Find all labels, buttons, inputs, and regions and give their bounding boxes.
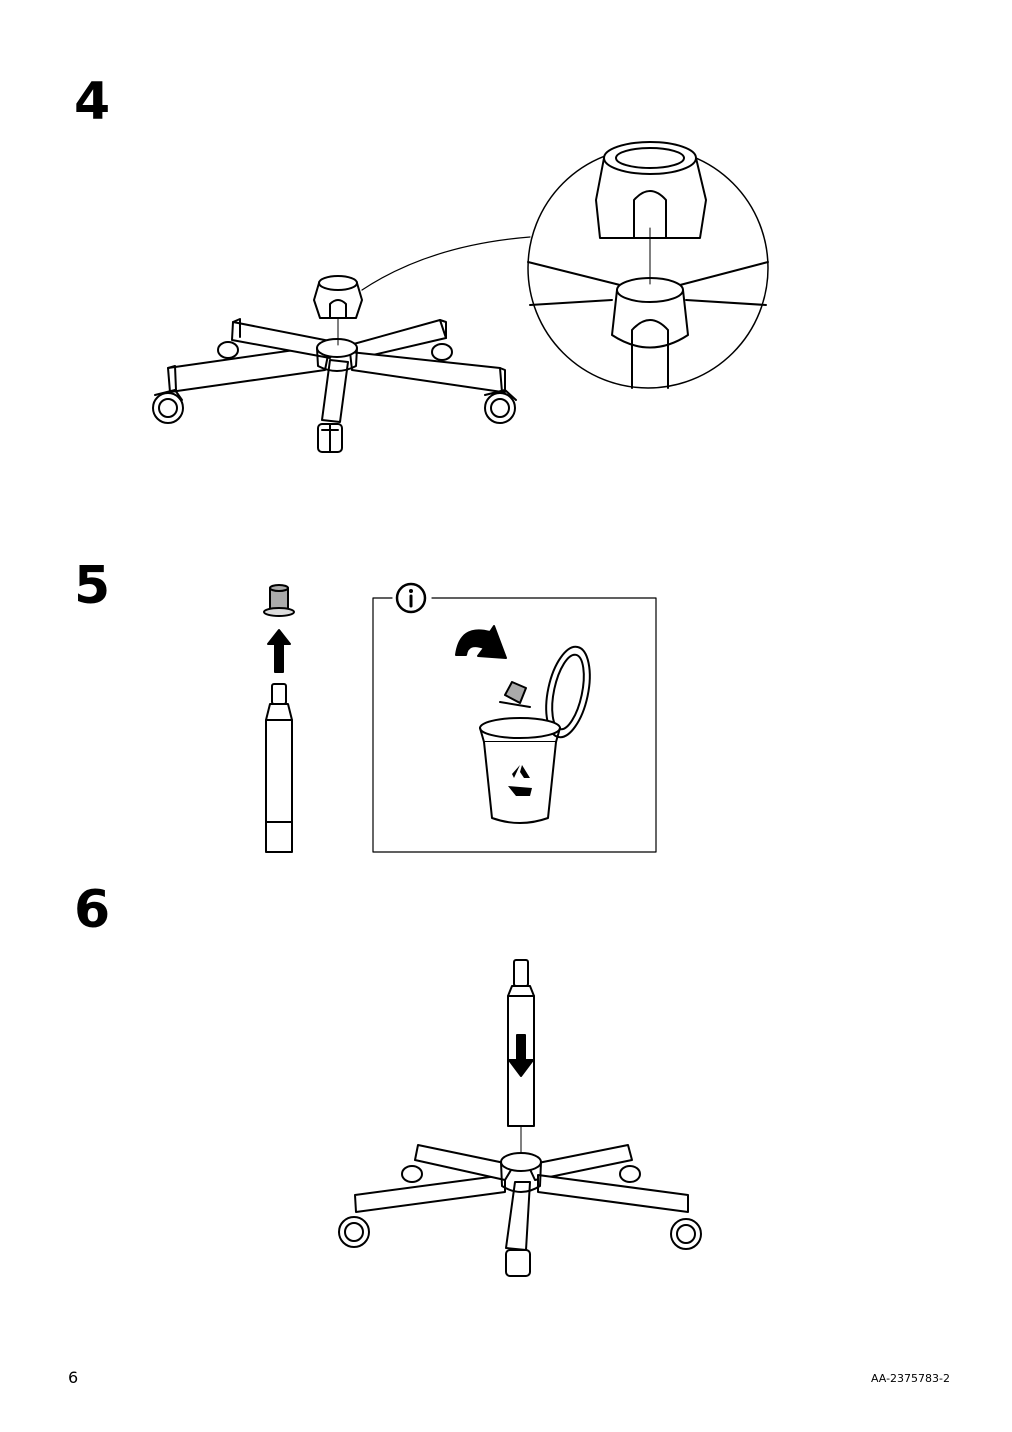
protective-cap (264, 585, 294, 616)
chair-base-star (168, 319, 505, 422)
curved-arrow-icon (456, 626, 506, 658)
step-4-illustration (0, 0, 1012, 480)
step-5-number: 5 (74, 556, 111, 616)
chair-base-star (355, 1145, 688, 1250)
zoom-detail-circle (528, 142, 768, 388)
zoom-leader-line (362, 237, 530, 290)
casters (339, 1166, 701, 1276)
step-4-number: 4 (74, 72, 111, 132)
arrow-up-icon (268, 630, 290, 672)
page-number: 6 (68, 1368, 79, 1387)
casters (153, 342, 516, 452)
info-icon (397, 584, 425, 612)
gas-cylinder (266, 684, 292, 852)
base-cap (314, 276, 362, 345)
arrow-down-icon (509, 1035, 533, 1076)
step-6-number: 6 (74, 880, 111, 940)
info-box (373, 598, 656, 852)
document-code: AA-2375783-2 (870, 1372, 950, 1385)
step-6-illustration (0, 950, 1012, 1290)
discarded-cap (500, 682, 530, 707)
recycle-bin (480, 643, 597, 823)
step-5-illustration (0, 560, 1012, 860)
recycle-icon (508, 765, 532, 796)
